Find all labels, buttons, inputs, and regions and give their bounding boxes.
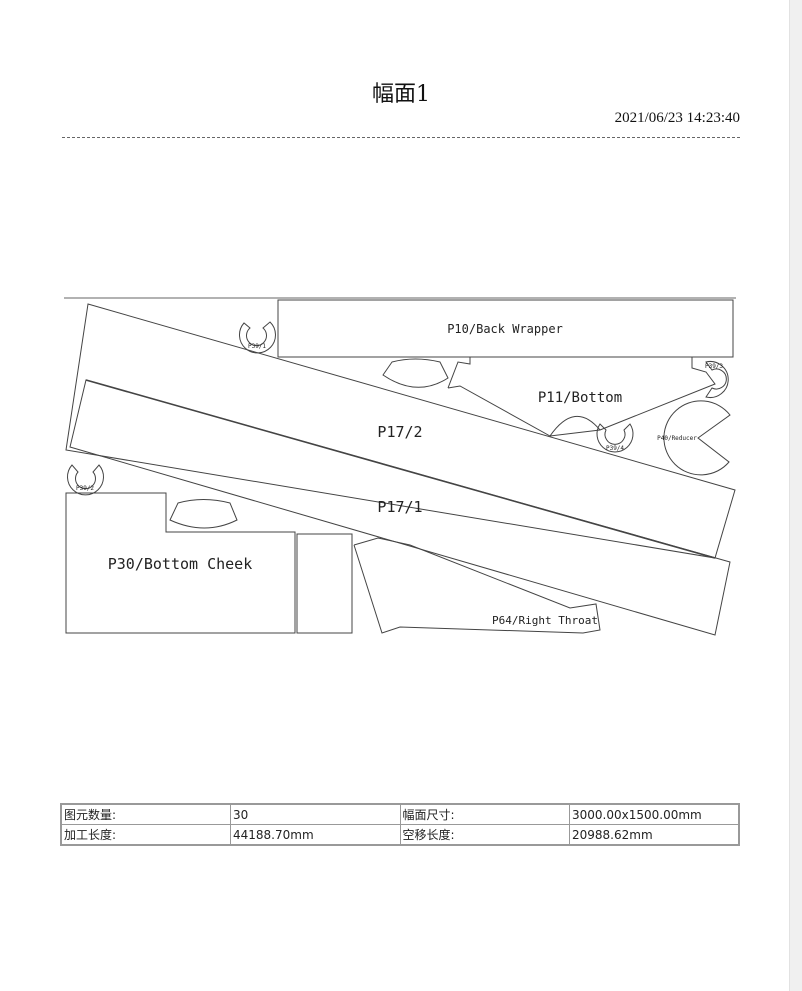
- size-value: 3000.00x1500.00mm: [569, 803, 740, 825]
- size-label: 幅面尺寸:: [399, 803, 570, 825]
- svg-text:P39/1: P39/1: [248, 343, 266, 350]
- part-p39-2: P39/2: [67, 464, 104, 496]
- svg-text:P40/Reducer: P40/Reducer: [657, 435, 697, 442]
- page-title: 幅面1: [372, 82, 430, 107]
- part-p39-1: P39/1: [239, 321, 276, 354]
- part-p17-1: P17/1: [69, 379, 731, 636]
- table-row: 图元数量: 30 幅面尺寸: 3000.00x1500.00mm: [60, 803, 740, 825]
- part-reducer: P40/Reducer: [657, 400, 731, 476]
- svg-text:P39/4: P39/4: [606, 445, 624, 452]
- svg-text:P30/Bottom Cheek: P30/Bottom Cheek: [108, 555, 253, 573]
- part-liner-top: [382, 358, 449, 388]
- part-right-throat: P64/Right Throat: [353, 537, 601, 634]
- timestamp: 2021/06/23 14:23:40: [614, 110, 740, 126]
- svg-text:P17/2: P17/2: [377, 423, 422, 441]
- svg-text:P64/Right Throat: P64/Right Throat: [492, 614, 598, 627]
- svg-text:P39/2: P39/2: [76, 485, 94, 492]
- part-bottom-cheek: P30/Bottom Cheek: [65, 492, 296, 634]
- part-bottom: P11/Bottom: [447, 356, 716, 437]
- part-small-rect: [296, 533, 353, 634]
- count-value: 30: [230, 803, 401, 825]
- count-label: 图元数量:: [60, 803, 231, 825]
- length-value: 44188.70mm: [230, 824, 401, 846]
- part-liner-bottom: [169, 499, 238, 529]
- length-label: 加工长度:: [60, 824, 231, 846]
- svg-text:P39/3: P39/3: [705, 363, 723, 370]
- move-label: 空移长度:: [399, 824, 570, 846]
- svg-text:P17/1: P17/1: [377, 498, 422, 516]
- table-row: 加工长度: 44188.70mm 空移长度: 20988.62mm: [60, 824, 740, 846]
- part-p39-3: P39/3: [705, 361, 729, 398]
- part-back-wrapper: P10/Back Wrapper: [277, 299, 734, 358]
- part-p39-4: P39/4: [596, 423, 634, 453]
- move-value: 20988.62mm: [569, 824, 740, 846]
- scrollbar[interactable]: [789, 0, 802, 991]
- svg-text:P11/Bottom: P11/Bottom: [538, 390, 622, 406]
- info-table: 图元数量: 30 幅面尺寸: 3000.00x1500.00mm 加工长度: 4…: [60, 803, 740, 846]
- svg-text:P10/Back Wrapper: P10/Back Wrapper: [447, 322, 563, 336]
- dashed-divider: [62, 137, 740, 138]
